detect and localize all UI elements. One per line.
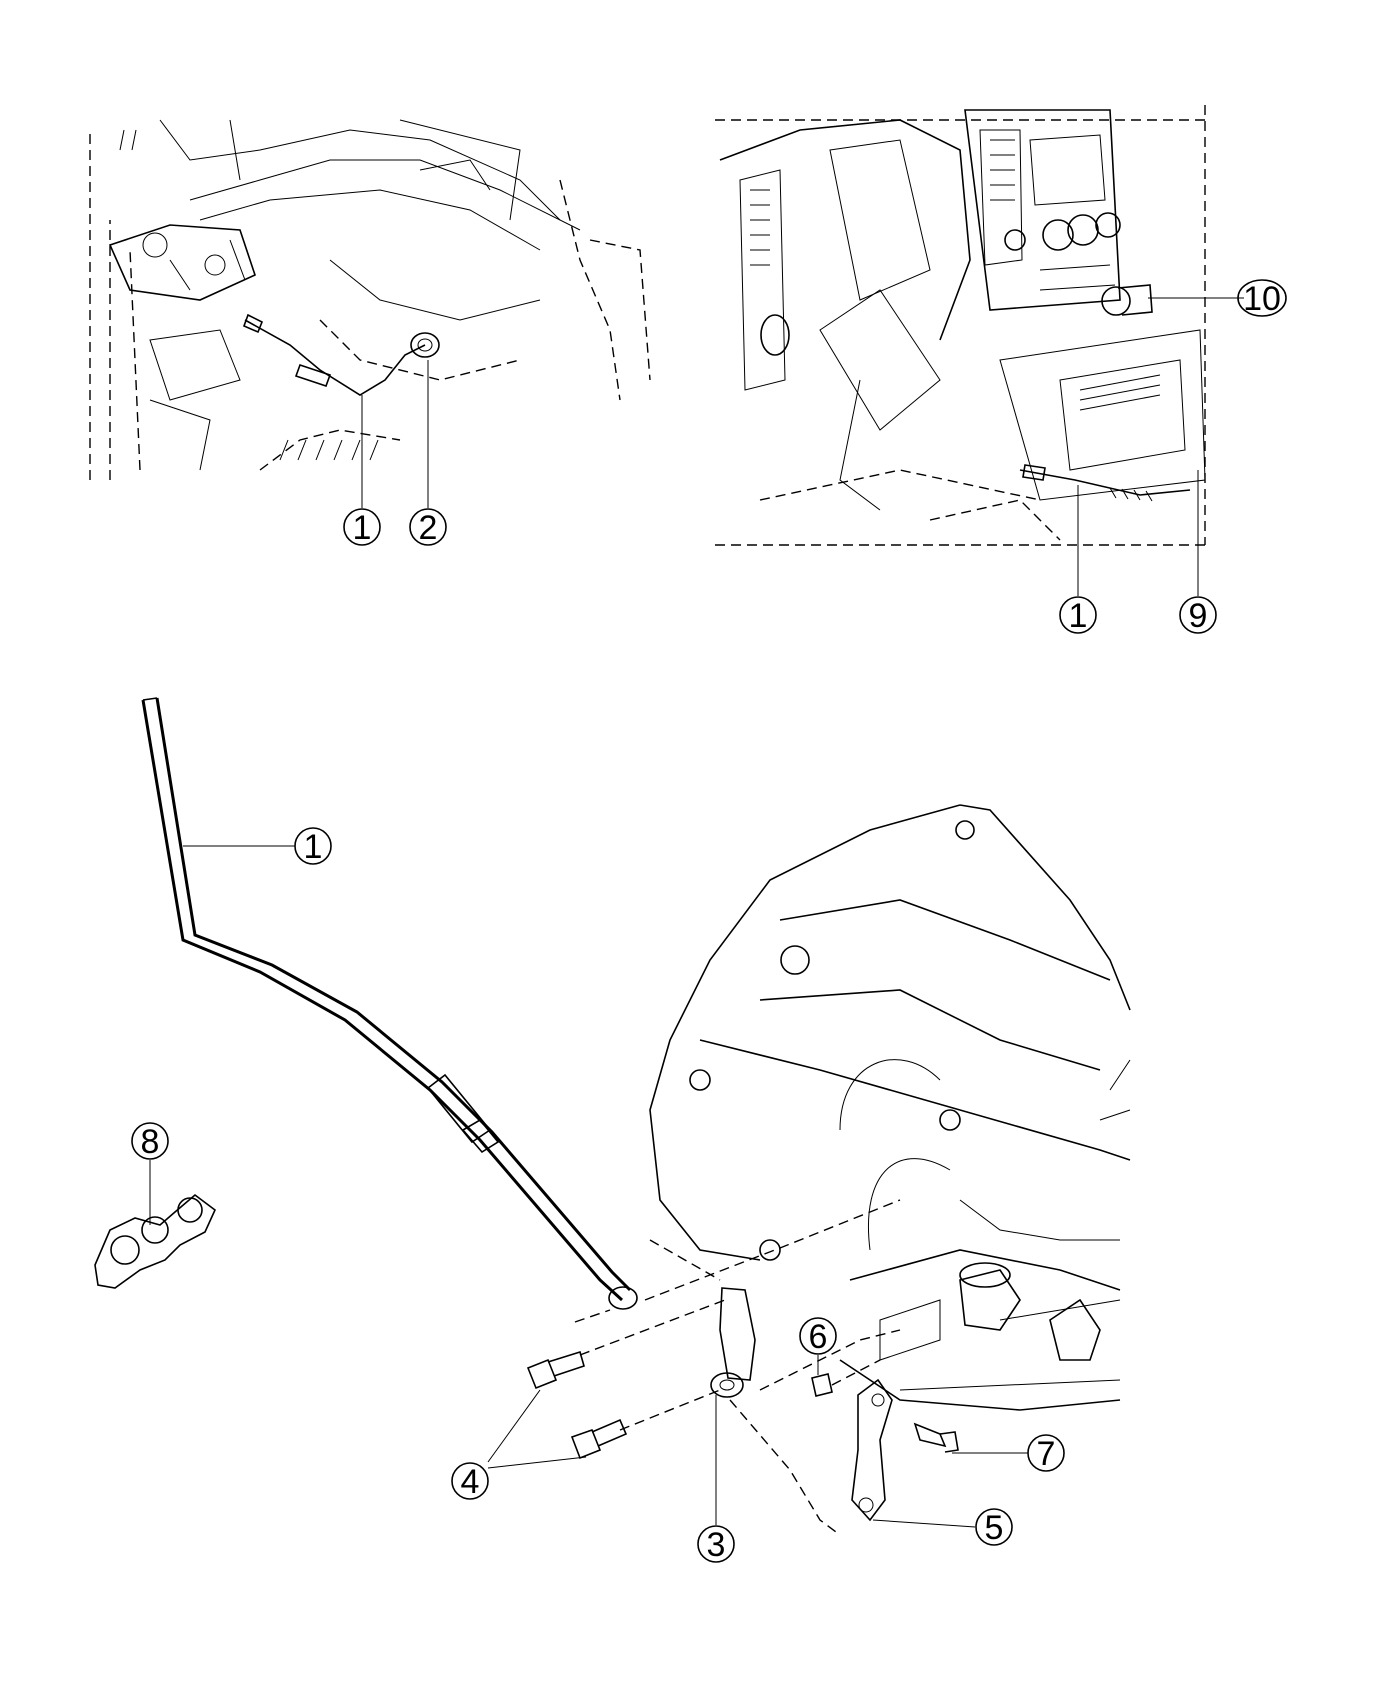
callout-number: 9 [1189,597,1208,635]
center-stack [964,109,1121,311]
assembly-dashes [574,1199,901,1536]
callout-number: 7 [1037,1435,1056,1473]
callout-number: 8 [141,1123,160,1161]
callout-6: 6 [799,1317,837,1356]
shift-cable-cab [1019,464,1191,502]
view-under-dash [89,119,651,508]
callout-number: 1 [353,509,372,547]
callout-number: 6 [809,1318,828,1356]
callout-4: 4 [451,1462,489,1501]
callout-number: 2 [419,509,438,547]
shift-cable-main [141,697,638,1310]
callout-3: 3 [697,1525,735,1564]
callout-number: 3 [707,1526,726,1564]
callout-2: 2 [409,508,447,547]
instrument-panel [719,119,971,511]
callout-number: 10 [1243,280,1281,318]
leader-lines-bottom [149,845,1028,1528]
callout-number: 5 [985,1509,1004,1547]
callout-1-top-right: 1 [1059,596,1097,635]
shifter-housing [108,224,256,301]
callout-1-top-left: 1 [343,508,381,547]
nut-6 [811,1373,833,1397]
callout-number: 1 [304,828,323,866]
leader-lines-top-left [361,360,429,508]
view-transmission [94,697,1131,1536]
callout-7: 7 [1027,1434,1065,1473]
view-cab-interior [715,105,1244,596]
transmission-case [649,804,1131,1391]
shift-cable-upper [242,313,426,396]
callout-8: 8 [131,1122,169,1161]
lever-5 [851,1378,893,1522]
bolts-4 [526,1350,628,1460]
transmission-lower-body [839,1249,1121,1411]
callout-1-bottom: 1 [294,827,332,866]
callout-10: 10 [1237,279,1287,318]
callout-9: 9 [1179,596,1217,635]
grommet [410,332,440,358]
leader-lines-top-right [1077,297,1244,596]
under-dash-body-panel [89,119,651,480]
callout-5: 5 [975,1508,1013,1547]
bolt-7 [913,1422,959,1453]
console-floor [759,329,1206,541]
column-shift-lever [1101,284,1153,316]
cable-bracket-3 [710,1287,756,1398]
callout-number: 4 [461,1463,480,1501]
connector-8 [94,1193,216,1289]
callout-number: 1 [1069,597,1088,635]
